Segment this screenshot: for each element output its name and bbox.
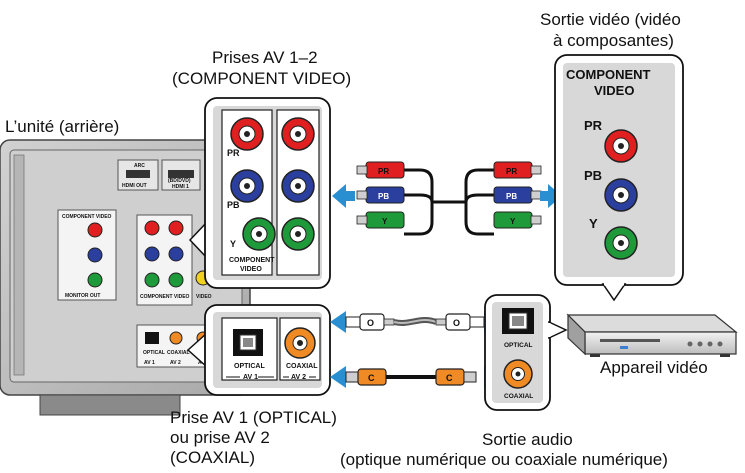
callout-pb-jack <box>230 169 264 203</box>
unit-coaxial-label: COAXIAL <box>167 350 190 356</box>
unit-video-label: VIDEO <box>196 294 212 300</box>
right-pb-plug-label: PB <box>506 192 517 201</box>
video-out-pr-label: PR <box>584 118 603 133</box>
video-out-y-jack <box>604 226 638 260</box>
audio-out-caption-1: Sortie audio <box>482 430 573 449</box>
callout-pb-label: PB <box>227 200 240 210</box>
audio-jack-caption-1: Prise AV 1 (OPTICAL) <box>170 408 337 427</box>
callout-video-label: VIDEO <box>240 266 262 273</box>
right-pr-plug-label: PR <box>506 167 517 176</box>
unit-rear-panel: COMPONENT VIDEO MONITOR OUT ARC HDMI OUT… <box>0 139 251 416</box>
coax-cable: C C <box>330 366 500 388</box>
unit-monitor-out-label: MONITOR OUT <box>65 293 100 299</box>
video-device-caption: Appareil vidéo <box>600 358 708 377</box>
audio-jack-caption-2: ou prise AV 2 <box>170 428 270 447</box>
left-pb-plug: PB <box>356 186 405 204</box>
av-audio-callout: OPTICAL COAXIAL AV 1 AV 2 <box>186 304 331 396</box>
callout-y-jack <box>242 217 276 251</box>
left-pb-plug-label: PB <box>378 192 389 201</box>
unit-av2-pb-jack <box>168 246 184 262</box>
left-pr-plug-label: PR <box>378 167 389 176</box>
unit-optical-jack <box>145 332 159 344</box>
unit-av2-y-jack <box>168 272 184 288</box>
av-component-callout: PR PB Y COMPONENT VIDEO <box>188 97 331 289</box>
unit-av1-label: AV 1 <box>144 360 155 366</box>
optical-cable: O O <box>330 311 500 333</box>
left-optical-plug-label: O <box>367 318 374 328</box>
left-y-plug: Y <box>356 211 405 229</box>
callout-optical-jack <box>233 329 263 356</box>
callout-av1-label: AV 1 <box>243 374 258 381</box>
unit-hdmi-out-label: HDMI OUT <box>122 183 147 189</box>
unit-component-label: COMPONENT VIDEO <box>62 214 112 220</box>
callout-av2-y-jack <box>281 217 315 251</box>
left-y-plug-label: Y <box>382 217 388 226</box>
unit-av2-pr-jack <box>168 220 184 236</box>
unit-av-component-label: COMPONENT VIDEO <box>140 294 190 300</box>
av-jacks-caption-2: (COMPONENT VIDEO) <box>172 69 351 88</box>
device-optical-label: OPTICAL <box>504 342 533 349</box>
unit-arc-label: ARC <box>134 163 145 169</box>
video-out-caption-1: Sortie vidéo (vidéo <box>540 10 681 29</box>
callout-component-label: COMPONENT <box>229 257 275 264</box>
video-out-caption-2: à composantes) <box>553 31 674 50</box>
left-pr-plug: PR <box>356 161 405 179</box>
audio-jack-caption-3: (COAXIAL) <box>170 448 255 467</box>
video-output-title-1: COMPONENT <box>566 67 651 82</box>
callout-av2-pr-jack <box>281 117 315 151</box>
unit-av2-label: AV 2 <box>170 360 181 366</box>
device-coax-jack <box>503 359 533 389</box>
right-pb-plug: PB <box>493 186 542 204</box>
video-out-y-label: Y <box>589 216 598 231</box>
video-output-title-2: VIDEO <box>594 83 634 98</box>
audio-out-caption-2: (optique numérique ou coaxiale numérique… <box>340 450 668 469</box>
video-arrows <box>332 184 562 208</box>
callout-coaxial-label: COAXIAL <box>286 363 318 370</box>
device-optical-jack <box>502 308 534 334</box>
unit-optical-label: OPTICAL <box>143 350 165 356</box>
unit-monitor-pr-jack <box>87 222 103 238</box>
right-coax-plug-label: C <box>446 373 453 383</box>
callout-pr-label: PR <box>227 148 240 158</box>
right-y-plug-label: Y <box>510 217 516 226</box>
unit-av1-pr-jack <box>144 220 160 236</box>
right-pr-plug: PR <box>493 161 542 179</box>
right-optical-plug-label: O <box>453 318 460 328</box>
unit-av1-pb-jack <box>144 246 160 262</box>
unit-rear-caption: L’unité (arrière) <box>5 117 119 136</box>
left-coax-plug-label: C <box>368 373 375 383</box>
unit-hdmi1-label: HDMI 1 <box>172 184 189 190</box>
coax-arrow-left <box>330 366 346 388</box>
av-jacks-caption-1: Prises AV 1–2 <box>212 48 318 67</box>
callout-av2-pb-jack <box>281 169 315 203</box>
callout-pr-jack <box>230 117 264 151</box>
video-out-pb-jack <box>604 178 638 212</box>
unit-monitor-y-jack <box>87 272 103 288</box>
component-cable: PR PB Y PR PB Y <box>356 161 542 236</box>
optical-arrow-left <box>330 311 346 333</box>
callout-optical-label: OPTICAL <box>234 363 265 370</box>
device-audio-callout: OPTICAL COAXIAL <box>484 294 568 411</box>
video-arrow-right <box>540 184 562 208</box>
video-out-pr-jack <box>604 129 638 163</box>
video-output-callout: COMPONENT VIDEO PR PB Y <box>554 54 684 302</box>
video-out-pb-label: PB <box>584 168 602 183</box>
callout-coax-jack <box>284 327 316 359</box>
right-y-plug: Y <box>493 211 542 229</box>
callout-av2-label: AV 2 <box>291 374 306 381</box>
unit-av1-y-jack <box>144 272 160 288</box>
unit-monitor-pb-jack <box>87 247 103 263</box>
unit-bd-dvd-label: (BD/DVD) <box>168 178 191 184</box>
device-coaxial-label: COAXIAL <box>504 393 533 400</box>
callout-y-label: Y <box>230 239 236 249</box>
video-device <box>566 313 738 357</box>
video-arrow-left <box>332 184 355 208</box>
unit-coax-jack <box>169 331 183 345</box>
